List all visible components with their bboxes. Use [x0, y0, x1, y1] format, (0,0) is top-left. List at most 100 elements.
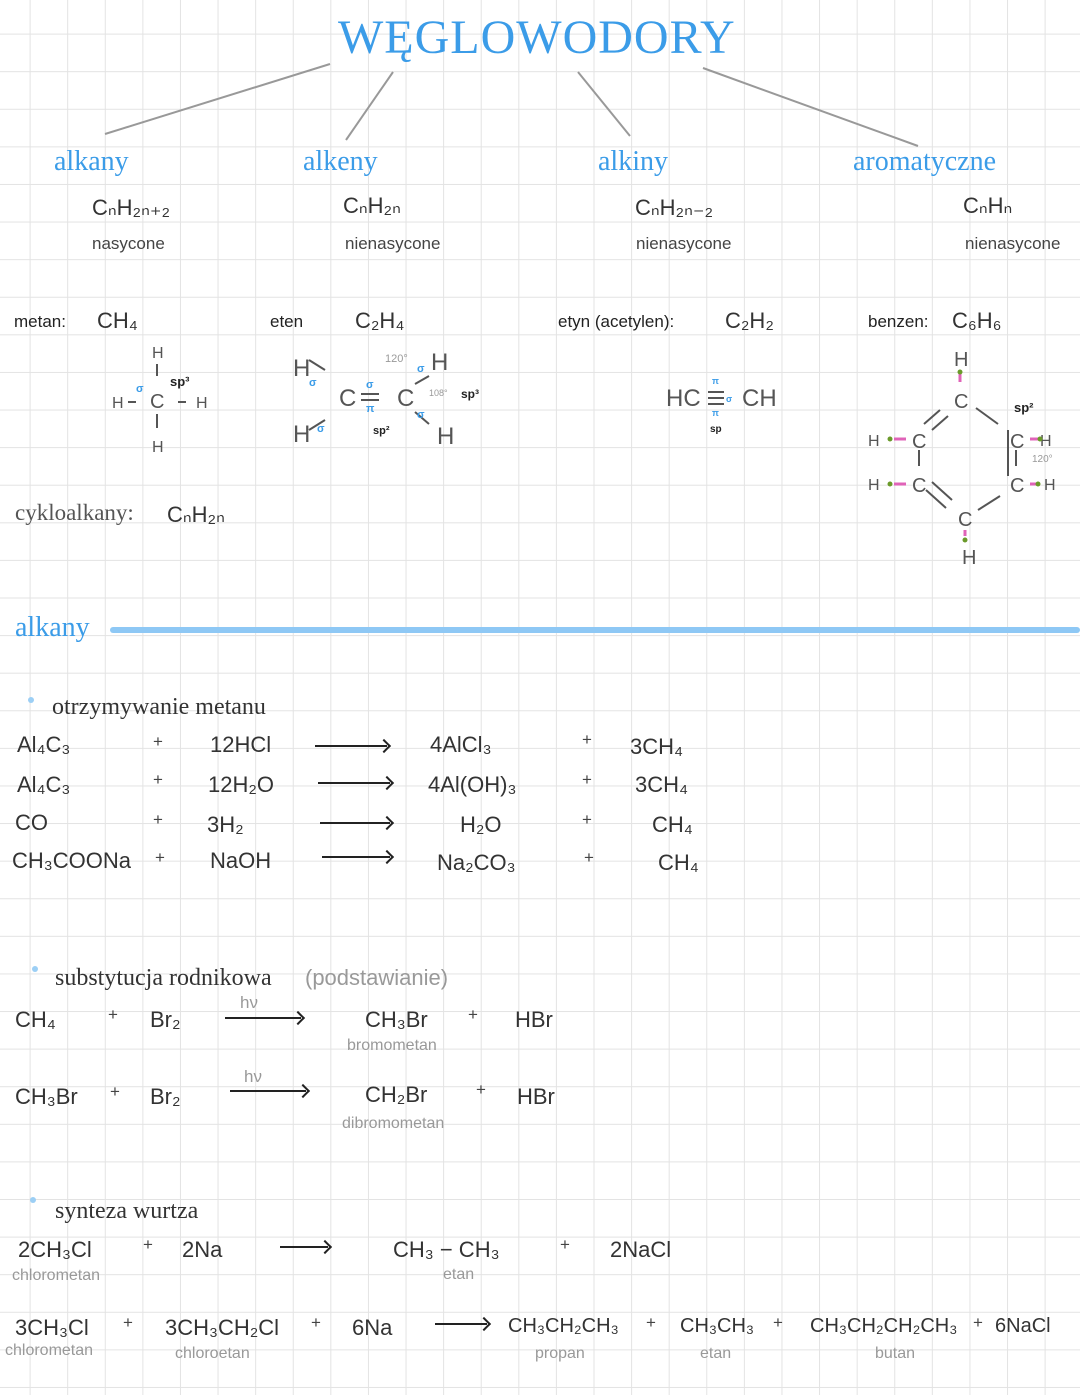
hc-label: HC [666, 385, 701, 412]
bullet-icon [32, 966, 38, 972]
svg-text:H: H [293, 355, 310, 382]
sigma-label: σ [417, 409, 425, 421]
svg-text:C: C [150, 391, 164, 413]
type-alkany: nasycone [92, 234, 165, 253]
formula-alkany: CₙH₂ₙ₊₂ [92, 195, 170, 220]
methane-production-heading: otrzymywanie metanu [52, 694, 266, 720]
arrow-icon [318, 782, 390, 784]
plus: + [108, 1005, 118, 1024]
cycloalkanes-formula: CₙH₂ₙ [167, 502, 225, 527]
tree-lines [104, 63, 919, 147]
pi-label: π [366, 403, 375, 415]
category-alkany: alkany [54, 146, 129, 177]
angle-108-label: 108° [429, 388, 448, 398]
reactant: Br₂ [150, 1007, 181, 1032]
formula-aromatyczne: CₙHₙ [963, 193, 1013, 218]
svg-text:H: H [437, 423, 454, 450]
arrow-icon [322, 856, 390, 858]
sigma-label: σ [366, 379, 374, 391]
type-alkiny: nienasycone [636, 234, 732, 253]
svg-text:H: H [962, 547, 976, 569]
cycloalkanes-label: cykloalkany: [15, 500, 134, 525]
product: CH₃ − CH₃ [393, 1237, 500, 1262]
sigma-label: σ [309, 377, 317, 389]
plus: + [973, 1313, 983, 1332]
reactant: 3H₂ [207, 812, 244, 837]
wurtz-heading: synteza wurtza [55, 1198, 199, 1224]
sp3-label: sp³ [461, 387, 479, 401]
plus: + [468, 1005, 478, 1024]
product-name: butan [875, 1345, 916, 1362]
plus: + [646, 1313, 656, 1332]
plus: + [476, 1080, 486, 1099]
svg-text:H: H [868, 433, 880, 450]
reactant-name: chloroetan [175, 1345, 250, 1362]
product: HBr [515, 1007, 553, 1032]
etyn-label: etyn (acetylen): [558, 312, 675, 331]
reactant: 12H₂O [208, 772, 275, 797]
plus: + [582, 730, 592, 749]
product: CH₃CH₂CH₂CH₃ [810, 1315, 958, 1337]
metan-formula: CH₄ [97, 308, 138, 333]
reactant: 2CH₃Cl [18, 1237, 92, 1262]
sigma-label: σ [726, 394, 732, 404]
sigma-label: σ [317, 423, 325, 435]
tree-line-alkiny [577, 71, 631, 137]
svg-text:H: H [868, 477, 880, 494]
product: CH₃Br [365, 1007, 428, 1032]
reactant-name: chlorometan [5, 1342, 94, 1359]
sigma-label: σ [417, 363, 425, 375]
svg-text:C: C [954, 391, 968, 413]
svg-text:H: H [954, 349, 968, 371]
plus: + [110, 1082, 120, 1101]
product-name: etan [700, 1345, 732, 1362]
product: 3CH₄ [630, 734, 683, 759]
product: CH₄ [658, 850, 699, 875]
ch-label: CH [742, 385, 777, 412]
tree-line-alkany [104, 63, 331, 135]
arrow-icon [315, 745, 387, 747]
category-aromatyczne: aromatyczne [853, 146, 997, 177]
plus: + [560, 1235, 570, 1254]
sp2-label: sp² [373, 425, 390, 437]
pi-label: π [712, 408, 719, 418]
condition-label: hν [240, 993, 258, 1012]
svg-text:H: H [152, 439, 164, 456]
plus: + [123, 1313, 133, 1332]
ethyne-structure: HC CH π σ π sp [666, 376, 777, 435]
arrow-icon [280, 1246, 328, 1248]
reactant: 6Na [352, 1315, 393, 1340]
product-name: bromometan [347, 1037, 437, 1054]
sp-label: sp [710, 424, 722, 435]
reactant: CO [15, 810, 48, 835]
reactant: 12HCl [210, 732, 272, 757]
product: CH₃CH₂CH₃ [508, 1315, 619, 1337]
svg-text:C: C [1010, 475, 1024, 497]
reactant: CH₃COONa [12, 848, 131, 873]
svg-text:C: C [397, 385, 414, 412]
product: 3CH₄ [635, 772, 688, 797]
svg-text:H: H [196, 395, 208, 412]
category-alkiny: alkiny [598, 146, 668, 177]
formula-alkiny: CₙH₂ₙ₋₂ [635, 195, 713, 220]
reactant: NaOH [210, 848, 272, 873]
product: 2NaCl [610, 1237, 672, 1262]
pi-label: π [712, 376, 719, 386]
svg-text:C: C [339, 385, 356, 412]
type-aromatyczne: nienasycone [965, 234, 1061, 253]
reactant-name: chlorometan [12, 1267, 101, 1284]
reactant: Al₄C₃ [17, 732, 71, 757]
substitution-note: (podstawianie) [305, 965, 449, 990]
arrow-icon [230, 1090, 306, 1092]
plus: + [143, 1235, 153, 1254]
plus: + [153, 770, 163, 789]
product: Na₂CO₃ [437, 850, 516, 875]
page-title: WĘGLOWODORY [338, 11, 736, 64]
product: 4AlCl₃ [430, 732, 492, 757]
svg-text:H: H [1044, 477, 1056, 494]
svg-text:C: C [912, 475, 926, 497]
section-divider [110, 627, 1080, 633]
